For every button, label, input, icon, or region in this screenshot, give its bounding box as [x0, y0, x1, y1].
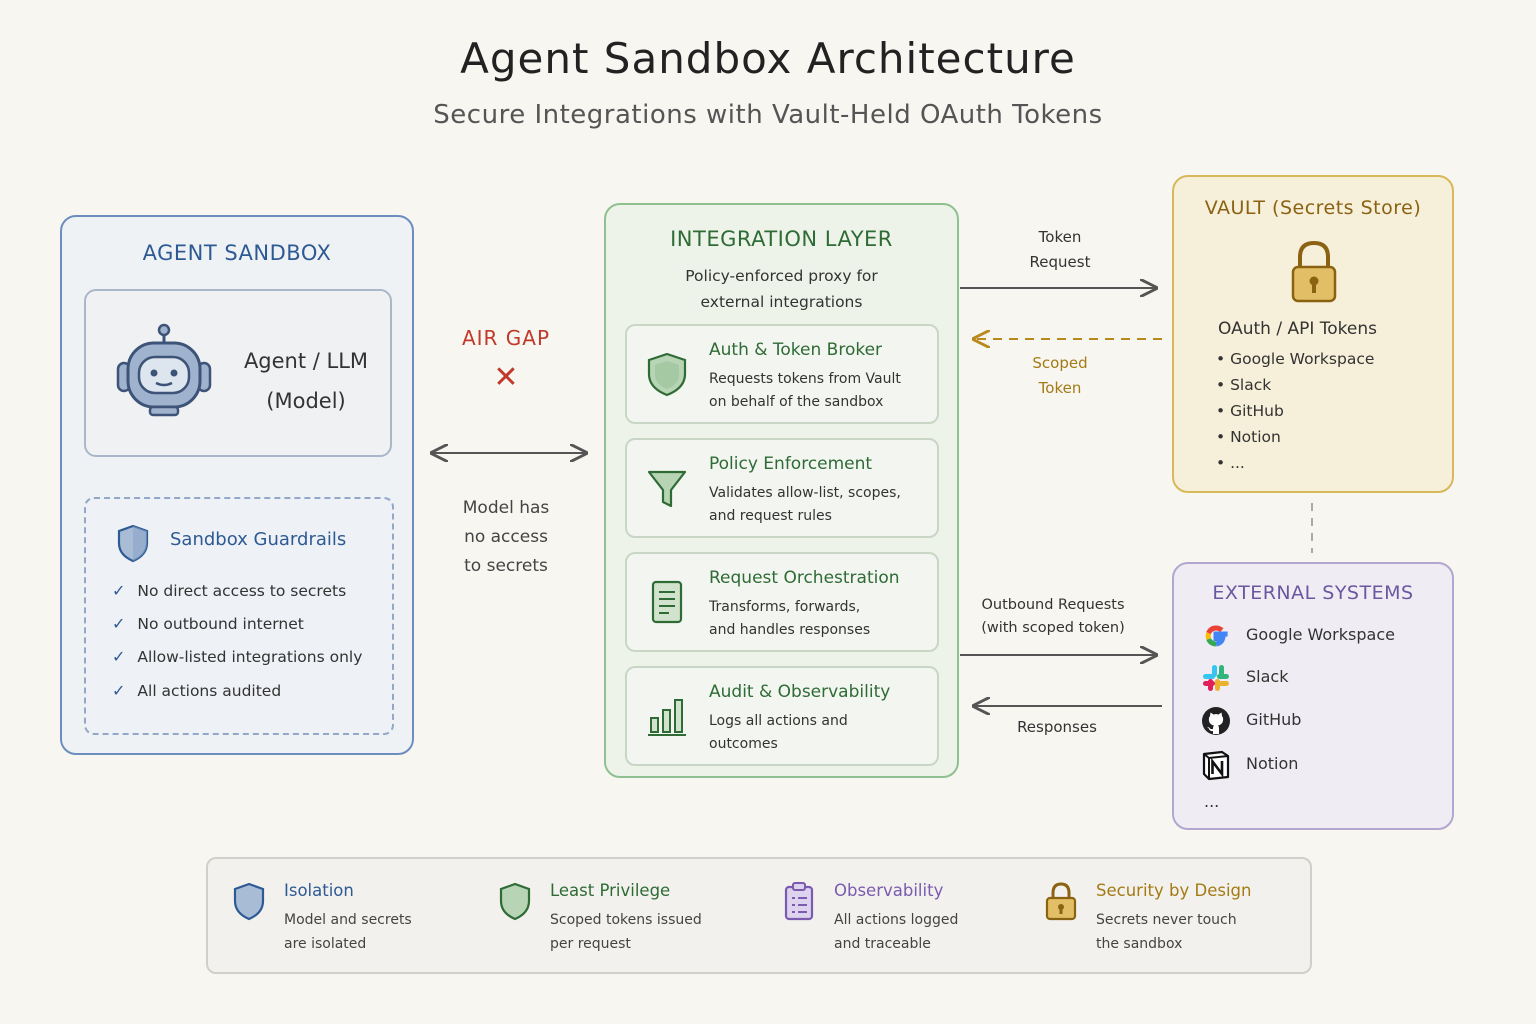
card-description: Logs all actions and outcomes [709, 713, 848, 752]
policy-enforcement-card: Policy Enforcement Validates allow-list,… [625, 438, 939, 538]
slack-icon [1203, 665, 1229, 691]
check-icon: ✓ [112, 581, 126, 600]
card-title: Policy Enforcement [709, 454, 873, 474]
vault-title: VAULT (Secrets Store) [1204, 197, 1422, 219]
external-title: EXTERNAL SYSTEMS [1212, 582, 1414, 604]
notion-icon [1202, 750, 1230, 781]
lock-icon [1045, 882, 1077, 921]
integration-description: Policy-enforced proxy for external integ… [685, 267, 878, 311]
vault-token-item: • GitHub [1216, 402, 1284, 420]
external-system-item: Notion [1246, 754, 1299, 773]
filter-icon [647, 470, 687, 508]
shield-icon [647, 352, 687, 397]
external-system-item: Google Workspace [1246, 625, 1395, 644]
check-icon: ✓ [112, 614, 126, 633]
shield-icon [499, 882, 531, 921]
vault-token-item: • Google Workspace [1216, 350, 1375, 368]
agent-label-line2: (Model) [266, 389, 346, 413]
external-systems-panel: EXTERNAL SYSTEMS Google Workspace Slack … [1172, 562, 1454, 830]
google-icon [1205, 625, 1228, 647]
github-icon [1202, 707, 1230, 735]
vault-token-item: • Notion [1216, 428, 1281, 446]
agent-box: Agent / LLM (Model) [84, 289, 392, 457]
agent-label: Agent / LLM (Model) [236, 341, 376, 421]
principle-title: Security by Design [1096, 881, 1252, 900]
card-description: Validates allow-list, scopes, and reques… [709, 485, 901, 524]
integration-title: INTEGRATION LAYER [670, 227, 893, 251]
vault-token-item: • Slack [1216, 376, 1272, 394]
auth-token-broker-card: Auth & Token Broker Requests tokens from… [625, 324, 939, 424]
sandbox-title: AGENT SANDBOX [142, 241, 332, 265]
bar-chart-icon [648, 699, 686, 736]
scoped-token-label: Scoped Token [1032, 354, 1088, 397]
token-request-label: Token Request [1029, 228, 1091, 271]
guardrail-item: ✓Allow-listed integrations only [112, 647, 363, 666]
clipboard-icon [784, 882, 814, 921]
external-system-item: GitHub [1246, 710, 1302, 729]
responses-label: Responses [1017, 718, 1097, 736]
diagram-subtitle: Secure Integrations with Vault-Held OAut… [433, 100, 1103, 130]
principle-title: Least Privilege [550, 881, 671, 900]
check-icon: ✓ [112, 647, 126, 666]
card-description: Transforms, forwards, and handles respon… [709, 599, 871, 638]
agent-label-line1: Agent / LLM [243, 349, 369, 373]
blocked-x-icon: ✕ [493, 360, 519, 395]
agent-sandbox-panel: AGENT SANDBOX Agent / LLM (Model) Sandbo… [60, 215, 414, 755]
airgap-note: Model has no access to secrets [462, 498, 550, 576]
shield-icon [117, 524, 149, 563]
airgap-label: AIR GAP [461, 326, 551, 350]
card-title: Request Orchestration [709, 568, 900, 588]
integration-layer-panel: INTEGRATION LAYER Policy-enforced proxy … [604, 203, 959, 778]
principle-description: All actions logged and traceable [834, 912, 959, 952]
principles-footer: Isolation Model and secrets are isolated… [206, 857, 1312, 974]
guardrail-item: ✓No direct access to secrets [112, 581, 347, 600]
card-description: Requests tokens from Vault on behalf of … [709, 371, 901, 410]
external-more: ... [1204, 792, 1220, 811]
outbound-requests-label: Outbound Requests (with scoped token) [981, 597, 1125, 636]
principle-title: Observability [834, 881, 944, 900]
principle-description: Secrets never touch the sandbox [1096, 912, 1237, 952]
request-orchestration-card: Request Orchestration Transforms, forwar… [625, 552, 939, 652]
guardrail-item: ✓All actions audited [112, 681, 282, 700]
vault-panel: VAULT (Secrets Store) OAuth / API Tokens… [1172, 175, 1454, 493]
lock-icon [1291, 240, 1337, 303]
guardrail-item: ✓No outbound internet [112, 614, 304, 633]
principle-description: Scoped tokens issued per request [550, 912, 702, 952]
external-system-item: Slack [1246, 667, 1289, 686]
card-title: Audit & Observability [709, 682, 891, 702]
vault-token-item: • ... [1216, 454, 1245, 472]
robot-icon [116, 323, 212, 417]
vault-subtitle: OAuth / API Tokens [1218, 319, 1377, 339]
shield-icon [233, 882, 265, 921]
principle-title: Isolation [284, 881, 354, 900]
card-title: Auth & Token Broker [709, 340, 883, 360]
sandbox-guardrails: Sandbox Guardrails ✓No direct access to … [84, 497, 394, 735]
guardrails-title: Sandbox Guardrails [170, 529, 347, 550]
diagram-title: Agent Sandbox Architecture [460, 34, 1076, 83]
check-icon: ✓ [112, 681, 126, 700]
document-icon [651, 580, 683, 624]
audit-observability-card: Audit & Observability Logs all actions a… [625, 666, 939, 766]
principle-description: Model and secrets are isolated [284, 912, 412, 952]
